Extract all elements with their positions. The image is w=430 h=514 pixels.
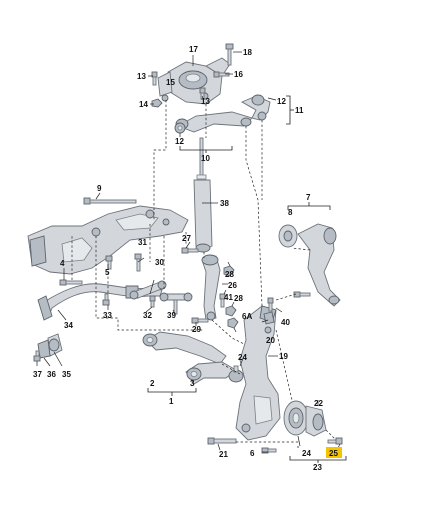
callout-1: 1 xyxy=(169,397,174,406)
stabilizer-bush-35-drawing xyxy=(47,333,63,357)
callout-13: 13 xyxy=(137,72,146,81)
callout-39: 39 xyxy=(167,311,176,320)
part-6-drawing xyxy=(261,447,277,454)
bolt-29-drawing xyxy=(191,317,209,324)
callout-25-highlight xyxy=(326,447,342,458)
bushing-12-drawing xyxy=(174,122,186,134)
group-brackets xyxy=(147,95,347,463)
top-mount-drawing xyxy=(157,57,231,105)
callout-22: 22 xyxy=(314,399,323,408)
bolt-13-drawing xyxy=(151,71,206,100)
bushing-8-drawing xyxy=(278,224,298,248)
wheel-hub-flange-drawing xyxy=(305,405,327,437)
part-20-drawing xyxy=(263,311,275,325)
nut-6a-drawing xyxy=(227,317,239,329)
bush-clamp-36-drawing xyxy=(37,339,51,359)
callout-28-top: 28 xyxy=(225,270,234,279)
leader-lines xyxy=(36,51,341,453)
callout-6: 6 xyxy=(250,449,255,458)
nut-28b-drawing xyxy=(225,305,237,317)
bolt-right-drawing xyxy=(293,291,311,298)
bolt-41-drawing xyxy=(219,293,226,308)
callout-19: 19 xyxy=(279,352,288,361)
callout-30: 30 xyxy=(155,258,164,267)
bolt-40-drawing xyxy=(267,297,274,312)
nut-28a-drawing xyxy=(223,265,235,277)
callout-25: 25 xyxy=(329,449,338,458)
callout-31: 31 xyxy=(138,238,147,247)
bolt-32-drawing xyxy=(149,295,156,308)
callout-27: 27 xyxy=(182,234,191,243)
callout-33: 33 xyxy=(103,311,112,320)
callout-21: 21 xyxy=(219,450,228,459)
callout-4: 4 xyxy=(60,259,65,268)
shock-absorber-38-drawing xyxy=(193,137,213,253)
callout-16: 16 xyxy=(234,70,243,79)
bolt-21-drawing xyxy=(207,437,237,445)
bolt-9-drawing xyxy=(83,197,137,205)
callout-34: 34 xyxy=(64,321,73,330)
callout-labels: 17 18 13 16 14 15 13 12 11 12 10 38 9 7 … xyxy=(33,45,342,472)
bolt-37-drawing xyxy=(33,350,41,362)
callout-18: 18 xyxy=(243,48,252,57)
callout-8: 8 xyxy=(288,208,293,217)
callout-7: 7 xyxy=(306,193,311,202)
callout-15: 15 xyxy=(166,78,175,87)
wheel-hub-22-drawing xyxy=(283,400,309,436)
callout-12-left: 12 xyxy=(175,137,184,146)
callout-2: 2 xyxy=(150,379,155,388)
ball-joint-24-drawing xyxy=(228,365,244,383)
callout-29: 29 xyxy=(192,325,201,334)
callout-10: 10 xyxy=(201,154,210,163)
upper-wishbone-10-drawing xyxy=(175,111,253,133)
link-39-drawing xyxy=(159,292,193,315)
callout-3: 3 xyxy=(190,379,195,388)
bolt-27-drawing xyxy=(181,247,199,254)
lower-wishbone-7-drawing xyxy=(297,223,341,307)
callout-24-lower: 24 xyxy=(302,449,311,458)
callout-41: 41 xyxy=(224,293,233,302)
callout-36: 36 xyxy=(47,370,56,379)
callout-28-bottom: 28 xyxy=(234,294,243,303)
callout-12-right: 12 xyxy=(277,97,286,106)
callout-5: 5 xyxy=(105,268,110,277)
bolt-4-drawing xyxy=(59,279,83,286)
callout-26: 26 xyxy=(228,281,237,290)
lower-wishbone-2-drawing xyxy=(142,331,227,365)
dashed-assembly-lines xyxy=(71,100,337,443)
callout-13b: 13 xyxy=(201,97,210,106)
callout-24-upper: 24 xyxy=(238,353,247,362)
nut-14-drawing xyxy=(151,98,163,108)
callout-6a: 6A xyxy=(242,312,252,321)
upper-wishbone-11-drawing xyxy=(240,94,271,121)
hub-bolt-25-drawing xyxy=(327,437,343,445)
callout-37: 37 xyxy=(33,370,42,379)
subframe-drawing xyxy=(27,205,189,275)
callout-35: 35 xyxy=(62,370,71,379)
callout-20: 20 xyxy=(266,336,275,345)
callout-23: 23 xyxy=(313,463,322,472)
callout-32: 32 xyxy=(143,311,152,320)
strut-fork-26-drawing xyxy=(201,254,221,321)
bolt-31-drawing xyxy=(134,253,142,272)
callout-14: 14 xyxy=(139,100,148,109)
callout-9: 9 xyxy=(97,184,102,193)
bolt-18-drawing xyxy=(225,43,234,66)
callout-40: 40 xyxy=(281,318,290,327)
callout-38: 38 xyxy=(220,199,229,208)
callout-17: 17 xyxy=(189,45,198,54)
bolt-33-drawing xyxy=(102,293,110,306)
bolt-16-drawing xyxy=(213,71,230,78)
callout-11: 11 xyxy=(295,106,304,115)
